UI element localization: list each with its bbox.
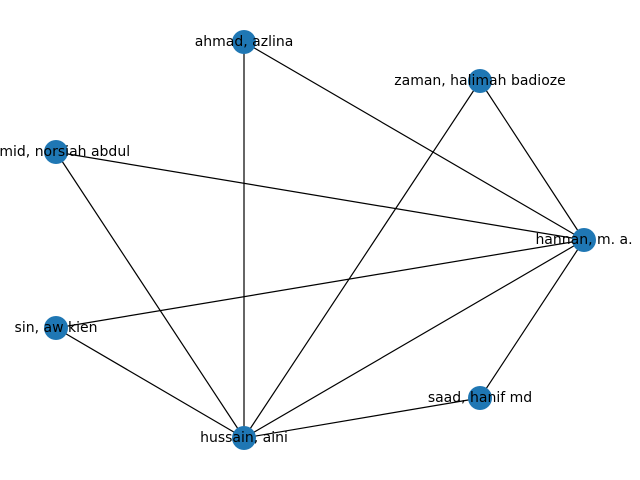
nodes-layer xyxy=(44,30,596,450)
edge-zaman-hussain xyxy=(243,80,481,439)
node-label-hussain: hussain, aini xyxy=(200,430,288,446)
edge-hannan-hussain xyxy=(243,239,585,439)
node-zaman[interactable] xyxy=(468,69,492,93)
node-label-ahmad: ahmad, azlina xyxy=(195,34,294,50)
node-ahmad[interactable] xyxy=(232,30,256,54)
edge-norsiah-hannan xyxy=(55,151,585,241)
node-norsiah[interactable] xyxy=(44,140,68,164)
edge-sin-hussain xyxy=(55,327,245,439)
node-sin[interactable] xyxy=(44,316,68,340)
node-label-sin: sin, aw kien xyxy=(15,320,98,336)
node-label-norsiah: hamid, norsiah abdul xyxy=(0,144,130,160)
node-label-zaman: zaman, halimah badioze xyxy=(394,73,565,89)
edge-norsiah-hussain xyxy=(55,151,245,439)
edge-hannan-saad xyxy=(479,239,585,399)
node-hussain[interactable] xyxy=(232,426,256,450)
edge-zaman-hannan xyxy=(479,80,585,241)
edge-saad-hussain xyxy=(243,397,481,439)
edge-hannan-sin xyxy=(55,239,585,329)
edge-ahmad-hannan xyxy=(243,41,585,241)
node-saad[interactable] xyxy=(468,386,492,410)
node-label-saad: saad, hanif md xyxy=(428,390,532,406)
edges-layer xyxy=(55,41,585,439)
node-label-hannan: hannan, m. a. xyxy=(535,232,632,248)
labels-layer: ahmad, azlina zaman, halimah badioze hamid… xyxy=(0,34,633,446)
node-hannan[interactable] xyxy=(572,228,596,252)
